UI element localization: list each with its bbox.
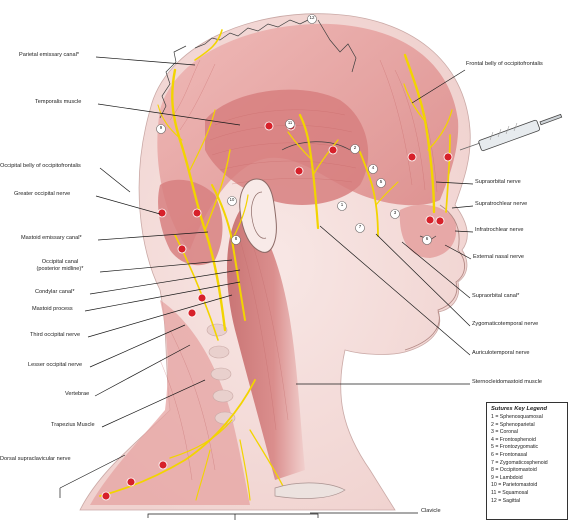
label-zygomaticotemporal-nerve: Zygomaticotemporal nerve (472, 322, 538, 328)
suture-number-10: 10 (228, 198, 236, 202)
sutures-legend: Sutures Key Legend 1 = Sphenosquamosal 2… (486, 402, 568, 520)
label-mastoid-emissary-canal: Mastoid emissary canal* (21, 236, 82, 242)
label-auriculotemporal-nerve: Auriculotemporal nerve (472, 351, 530, 357)
legend-title: Sutures Key Legend (491, 406, 563, 412)
label-supraorbital-canal: Supraorbital canal* (472, 294, 519, 300)
legend-item: 1 = Sphenosquamosal (491, 414, 563, 422)
suture-number-12: 12 (308, 16, 316, 21)
suture-number-9: 9 (157, 126, 165, 131)
label-occipital-canal: Occipital canal (24, 260, 96, 266)
suture-number-11: 11 (286, 121, 294, 125)
label-external-nasal-nerve: External nasal nerve (473, 255, 524, 261)
label-supratrochlear-nerve: Supratrochlear nerve (475, 202, 527, 208)
label-trapezius-muscle: Trapezius Muscle (51, 423, 95, 429)
label-frontal-belly: Frontal belly of occipitofrontalis (466, 62, 543, 68)
legend-item: 7 = Zygomaticosphenoid (491, 460, 563, 468)
label-sternocleidomastoid-muscle: Sternocleidomastoid muscle (472, 380, 542, 386)
legend-item: 2 = Sphenoparietal (491, 422, 563, 430)
label-dorsal-supraclavicular-nerve: Dorsal supraclavicular nerve (0, 457, 71, 463)
label-temporalis-muscle: Temporalis muscle (35, 100, 81, 106)
legend-item: 6 = Frontonasal (491, 452, 563, 460)
suture-number-4: 4 (369, 166, 377, 171)
suture-number-8: 8 (232, 237, 240, 242)
legend-item: 4 = Frontosphenoid (491, 437, 563, 445)
syringe (460, 114, 562, 151)
label-infratrochlear-nerve: Infratrochlear nerve (475, 228, 524, 234)
legend-item: 12 = Sagittal (491, 498, 563, 506)
label-supraorbital-nerve: Supraorbital nerve (475, 180, 521, 186)
suture-number-5: 5 (377, 180, 385, 185)
suture-number-7: 7 (356, 225, 364, 230)
legend-item: 9 = Lambdoid (491, 475, 563, 483)
label-condylar-canal: Condylar canal* (35, 290, 75, 296)
legend-item: 3 = Coronal (491, 429, 563, 437)
legend-item: 10 = Parietomastoid (491, 482, 563, 490)
legend-item: 11 = Squamosal (491, 490, 563, 498)
label-occipital-canal-sub: (posterior midline)* (24, 267, 96, 273)
label-vertebrae: Vertebrae (65, 392, 89, 398)
label-mastoid-process: Mastoid process (32, 307, 73, 313)
label-occipital-belly: Occipital belly of occipitofrontalis (0, 164, 81, 170)
label-clavicle: Clavicle (421, 509, 441, 515)
label-parietal-emissary-canal: Parietal emissary canal* (19, 53, 79, 59)
suture-number-6: 6 (423, 237, 431, 242)
suture-number-3: 3 (391, 211, 399, 216)
label-third-occipital-nerve: Third occipital nerve (30, 333, 80, 339)
suture-number-1: 1 (338, 203, 346, 208)
suture-number-2: 2 (351, 146, 359, 151)
label-greater-occipital-nerve: Greater occipital nerve (14, 192, 70, 198)
label-lesser-occipital-nerve: Lesser occipital nerve (28, 363, 82, 369)
legend-item: 5 = Frontozygomatic (491, 444, 563, 452)
legend-item: 8 = Occipitomastoid (491, 467, 563, 475)
